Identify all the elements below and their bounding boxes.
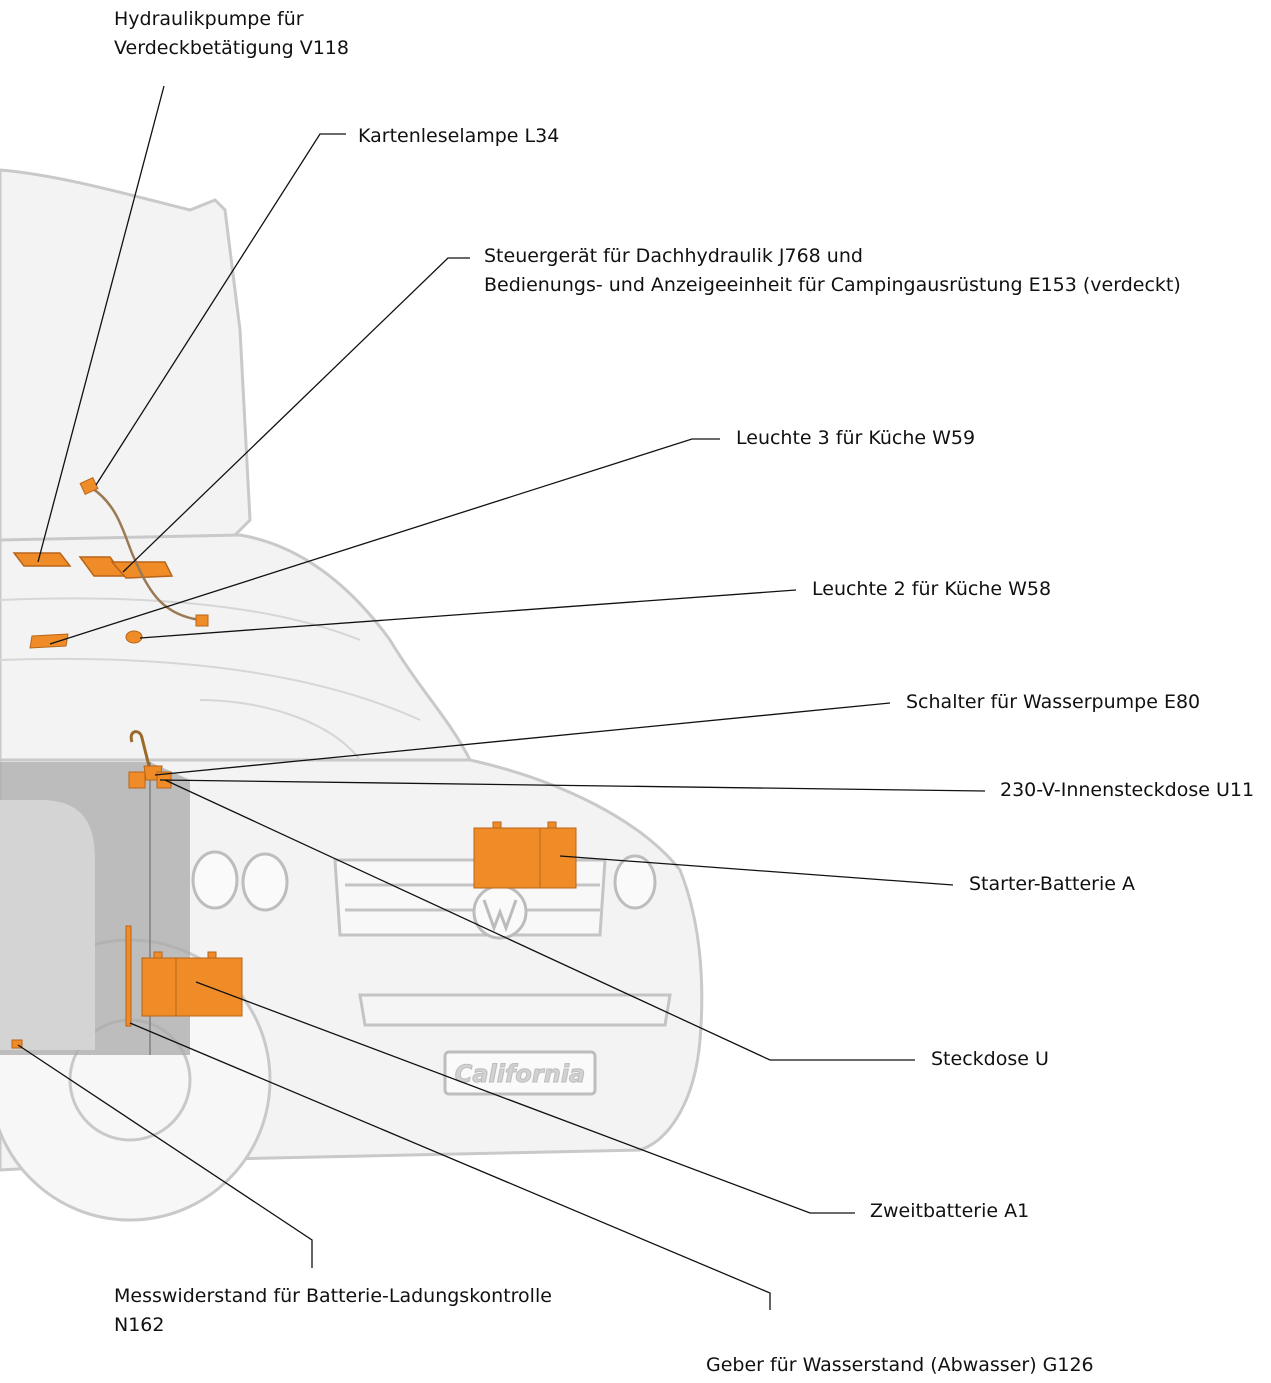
callout-line: 230-V-Innensteckdose U11 [1000,776,1254,805]
callout-line: Leuchte 3 für Küche W59 [736,424,975,453]
callout-messwiderstand: Messwiderstand für Batterie-Ladungskontr… [114,1282,552,1340]
cable-connector-component [196,615,208,626]
callout-line: Verdeckbetätigung V118 [114,34,349,63]
second-battery-terminal [154,952,162,958]
water-level-sender-component [126,926,131,1026]
callout-starter-batterie: Starter-Batterie A [969,870,1135,899]
vw-badge-icon [474,886,526,938]
popup-roof [0,170,250,540]
callout-line: Bedienungs- und Anzeigeeinheit für Campi… [484,271,1181,300]
callout-line: Kartenleselampe L34 [358,122,559,151]
callout-leuchte2: Leuchte 2 für Küche W58 [812,575,1051,604]
callout-schalter-wasserpumpe: Schalter für Wasserpumpe E80 [906,688,1200,717]
callout-hydraulikpumpe: Hydraulikpumpe für Verdeckbetätigung V11… [114,5,349,63]
callout-line: Zweitbatterie A1 [870,1197,1029,1226]
callout-leuchte3: Leuchte 3 für Küche W59 [736,424,975,453]
callout-kartenleselampe: Kartenleselampe L34 [358,122,559,151]
second-battery-terminal [208,952,216,958]
callout-line: Steuergerät für Dachhydraulik J768 und [484,242,1181,271]
callout-line: N162 [114,1311,552,1340]
license-plate-text: California [455,1060,586,1088]
callout-line: Messwiderstand für Batterie-Ladungskontr… [114,1282,552,1311]
callout-innensteckdose: 230-V-Innensteckdose U11 [1000,776,1254,805]
callout-line: Hydraulikpumpe für [114,5,349,34]
cabin-roof [0,535,470,760]
second-battery-left [142,958,178,1016]
callout-line: Leuchte 2 für Küche W58 [812,575,1051,604]
callout-steckdose: Steckdose U [931,1045,1049,1074]
kitchen-light-2-component [126,631,142,643]
callout-line: Schalter für Wasserpumpe E80 [906,688,1200,717]
starter-battery-terminal [493,822,501,828]
callout-line: Starter-Batterie A [969,870,1135,899]
starter-battery-left [474,828,540,888]
hydraulic-pump-component [14,553,70,566]
kitchen-light-3-component [30,634,68,648]
starter-battery-right [540,828,576,888]
socket-230v-component [129,772,145,788]
callout-zweitbatterie: Zweitbatterie A1 [870,1197,1029,1226]
callout-line: Steckdose U [931,1045,1049,1074]
callout-steuergeraet: Steuergerät für Dachhydraulik J768 und B… [484,242,1181,300]
callout-line: Geber für Wasserstand (Abwasser) G126 [706,1351,1094,1380]
callout-geber-wasserstand: Geber für Wasserstand (Abwasser) G126 [706,1351,1094,1380]
starter-battery-terminal [548,822,556,828]
